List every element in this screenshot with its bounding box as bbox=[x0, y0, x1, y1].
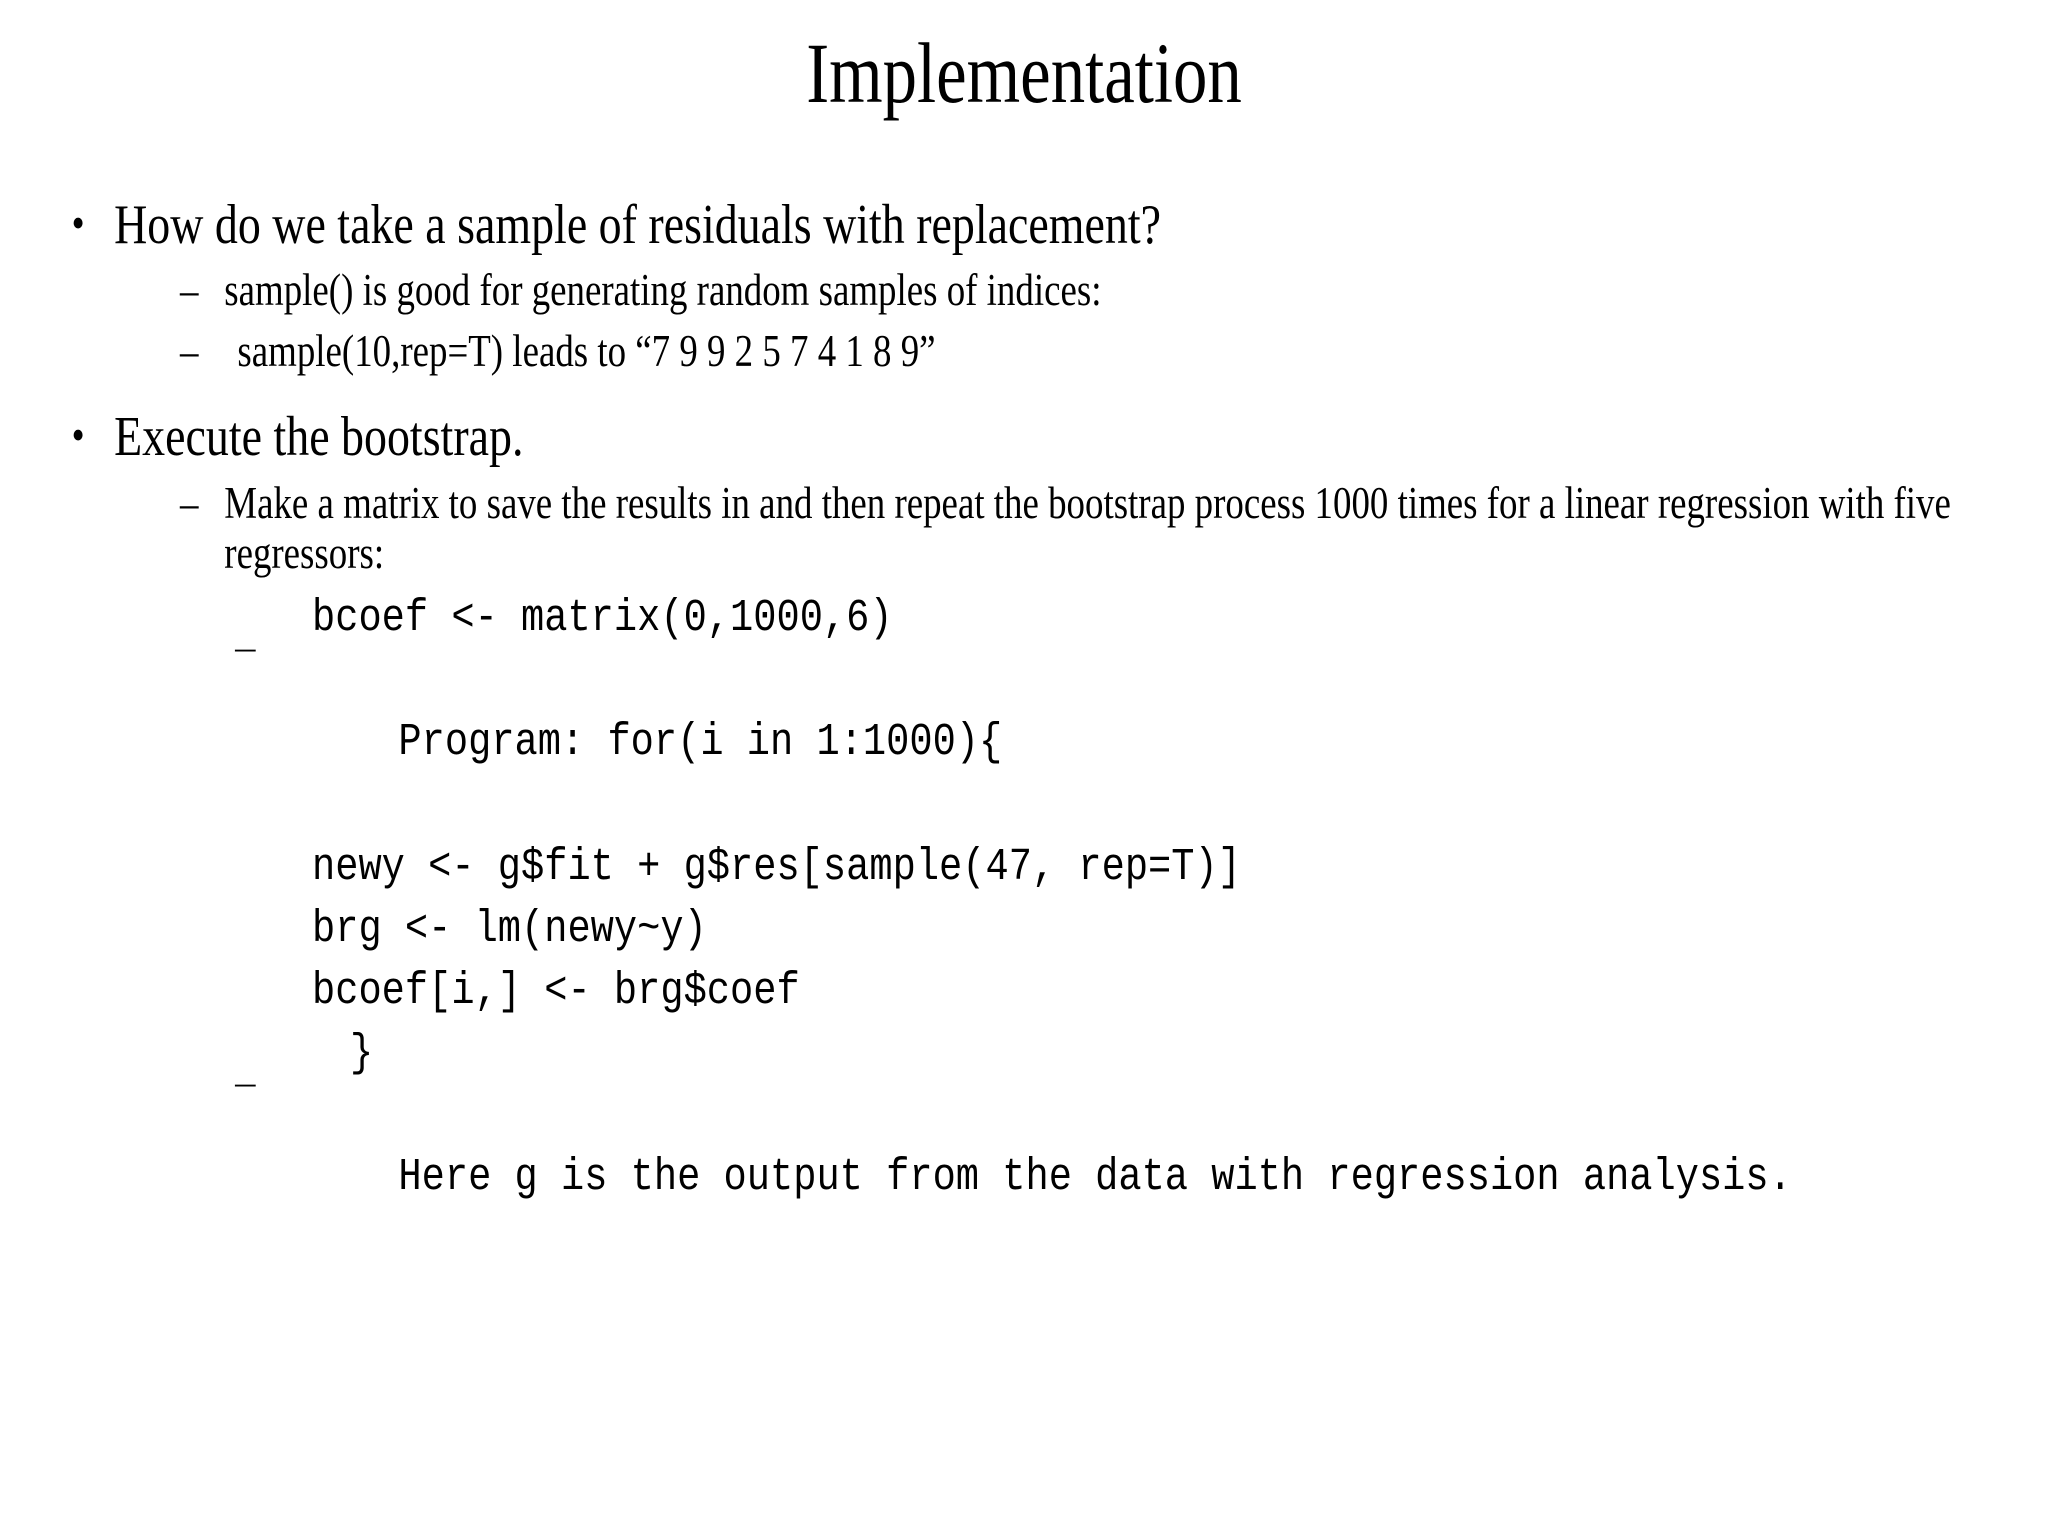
code-line: bcoef <- matrix(0,1000,6) bbox=[312, 593, 893, 645]
code-text: Here g is the output from the data with … bbox=[398, 1152, 1792, 1204]
code-line: newy <- g$fit + g$res[sample(47, rep=T)] bbox=[312, 841, 1241, 893]
slide-title: Implementation bbox=[806, 25, 1242, 121]
dash-bullet-icon: – bbox=[180, 265, 199, 316]
dash-bullet-icon: – bbox=[180, 477, 199, 528]
spacer bbox=[60, 578, 2020, 588]
code-text: Program: for(i in 1:1000){ bbox=[398, 717, 1003, 769]
bullet-dot-icon: • bbox=[71, 409, 85, 461]
bullet-text: sample(10,rep=T) leads to “7 9 9 2 5 7 4… bbox=[237, 325, 936, 376]
code-bullet-line: ¯ Program: for(i in 1:1000){ bbox=[235, 649, 2048, 836]
bullet-text: Make a matrix to save the results in and… bbox=[224, 477, 1951, 578]
bullet-level1: • How do we take a sample of residuals w… bbox=[60, 194, 2025, 256]
bullet-text: sample() is good for generating random s… bbox=[224, 265, 1102, 316]
dash-bullet-icon: – bbox=[180, 325, 199, 376]
bullet-dot-icon: • bbox=[71, 197, 85, 248]
code-line: brg <- lm(newy~y) bbox=[312, 903, 707, 955]
bullet-level2: – Make a matrix to save the results in a… bbox=[180, 478, 2004, 579]
bullet-level2: – sample() is good for generating random… bbox=[180, 265, 2048, 315]
macron-bullet-icon: ¯ bbox=[235, 1084, 256, 1130]
code-bullet-line: ¯ Here g is the output from the data with… bbox=[235, 1084, 1833, 1271]
bullet-level1: • Execute the bootstrap. bbox=[60, 406, 2025, 469]
code-line: bcoef[i,] <- brg$coef bbox=[312, 965, 800, 1017]
bullet-text: Execute the bootstrap. bbox=[114, 406, 524, 469]
bullet-text: How do we take a sample of residuals wit… bbox=[114, 194, 1161, 256]
bullet-level2: – sample(10,rep=T) leads to “7 9 9 2 5 7… bbox=[180, 326, 2048, 376]
code-line: } bbox=[350, 1027, 374, 1079]
slide-body: • How do we take a sample of residuals w… bbox=[60, 195, 2020, 1271]
macron-bullet-icon: ¯ bbox=[235, 649, 256, 695]
